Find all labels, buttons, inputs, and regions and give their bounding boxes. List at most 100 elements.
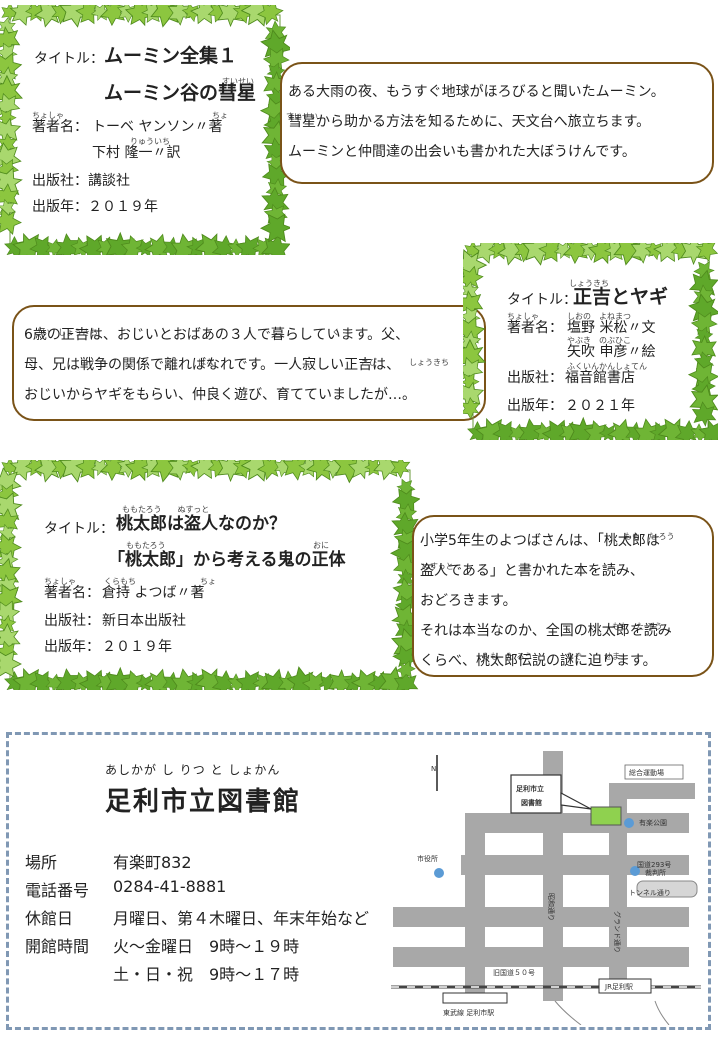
year-label: 出版年： xyxy=(507,398,563,414)
summary-line-3: ムーミンと仲間達の出会いも書かれた大ぼうけんです。 xyxy=(288,144,636,160)
summary-ruby-2: く xyxy=(332,328,340,337)
book3-summary-bubble: もも た ろう 小学5年生のよつばさんは、「桃太郎は ぬすっと 盗人である」と書… xyxy=(412,515,714,677)
book-title-line2: 「桃太郎」から考える鬼の正体 xyxy=(108,550,346,570)
publisher-label: 出版社： xyxy=(44,613,100,629)
map-tobu-station: 東武線 足利市駅 xyxy=(443,1008,494,1017)
summary-line-2: 母、兄は戦争の関係で離ればなれです。一人寂しい正吉は、 xyxy=(24,357,401,373)
publisher: 講談社 xyxy=(88,173,130,189)
info-label-address: 場所 xyxy=(25,853,58,872)
map-library-label-2: 図書館 xyxy=(521,798,542,807)
author-1: 倉持 よつば〃著 xyxy=(102,585,205,601)
info-value-closed: 月曜日、第４木曜日、年末年始など xyxy=(113,909,370,928)
map-old-route50: 旧国道５０号 xyxy=(493,968,535,977)
info-value-address: 有楽町832 xyxy=(113,853,192,872)
year-label: 出版年： xyxy=(32,199,88,215)
year-label: 出版年： xyxy=(44,639,100,655)
title-line1-ruby: ももたろう ぬすっと xyxy=(122,505,210,514)
book3-card: ももたろう ぬすっと タイトル： 桃太郎は盗人なのか？ ももたろう おに 「桃太… xyxy=(0,460,420,690)
author-label-ruby: ちょしゃ xyxy=(507,312,539,321)
year: ２０１９年 xyxy=(88,199,158,215)
author-label-ruby: ちょしゃ xyxy=(44,577,76,586)
author-2: 矢吹 申彦〃絵 xyxy=(567,344,656,360)
book1-card: タイトル： ムーミン全集１ すいせい ムーミン谷の彗星 ちょしゃ 著者名： ちょ… xyxy=(0,0,290,250)
summary-line-2: 彗星から助かる方法を知るために、天文台へ旅立ちます。 xyxy=(288,114,651,130)
title-ruby: すいせい xyxy=(222,77,254,86)
summary-line-3: おどろきます。 xyxy=(420,593,517,609)
author-ruby: ちょ xyxy=(212,111,228,120)
library-building-icon xyxy=(590,806,622,826)
year: ２０２１年 xyxy=(565,398,635,414)
publisher: 新日本出版社 xyxy=(102,613,186,629)
info-value-phone[interactable]: 0284-41-8881 xyxy=(113,877,227,896)
map-grand: グランド通り xyxy=(613,911,622,953)
summary-line-1: 小学5年生のよつばさんは、「桃太郎は xyxy=(420,533,660,549)
author-1: トーベ ヤンソン〃著 xyxy=(92,119,223,135)
author-1: 塩野 米松〃文 xyxy=(567,320,656,336)
map-sports-park: 総合運動場 xyxy=(629,768,664,777)
info-value-hours-weekend: 土・日・祝 9時～１７時 xyxy=(113,965,300,984)
summary-line-4: それは本当なのか、全国の桃太郎を読み xyxy=(420,623,672,639)
map-yuraku-park: 有楽公園 xyxy=(639,818,667,827)
map-court: 裁判所 xyxy=(645,868,666,877)
summary-ruby-1: さい しょうきち xyxy=(34,328,98,337)
author-label: 著者名： xyxy=(44,585,100,601)
title-label: タイトル： xyxy=(34,51,104,67)
title-ruby: しょうきち xyxy=(569,279,609,288)
title-label: タイトル： xyxy=(44,521,114,537)
author-ruby: くらもち xyxy=(104,577,136,586)
author-label: 著者名： xyxy=(32,119,88,135)
book1-summary-bubble: すいせい ある大雨の夜、もうすぐ地球がほろびると聞いたムーミン。 彗星から助かる… xyxy=(280,62,714,184)
book-title-line1: 桃太郎は盗人なのか？ xyxy=(116,514,286,534)
summary-line-3: おじいからヤギをもらい、仲良く遊び、育てていましたが…。 xyxy=(24,387,416,403)
summary-ruby-3: もも た ろう xyxy=(612,622,663,631)
publisher-label: 出版社： xyxy=(32,173,88,189)
leaf-frame-book1 xyxy=(0,5,290,255)
map-route293: 国道293号 xyxy=(637,860,671,869)
summary-ruby-2: ぬすっと xyxy=(422,562,454,571)
publisher-label: 出版社： xyxy=(507,370,563,386)
leaf-frame-book2 xyxy=(463,243,718,440)
author-2: 下村 隆一〃訳 xyxy=(92,145,181,161)
map-showa: 昭和通り xyxy=(547,893,556,921)
info-value-hours-weekday: 火～金曜日 9時～１９時 xyxy=(113,937,300,956)
summary-ruby-5: なぞ xyxy=(566,652,582,661)
map-city-hall: 市役所 xyxy=(417,854,438,863)
summary-line-2: 盗人である」と書かれた本を読み、 xyxy=(420,563,644,579)
summary-line-1: ある大雨の夜、もうすぐ地球がほろびると聞いたムーミン。 xyxy=(288,84,665,100)
title-line2-ruby-1: ももたろう xyxy=(126,541,166,550)
publisher-ruby: ふくいんかんしょてん xyxy=(567,362,647,371)
ivy-border-icon xyxy=(0,460,420,690)
author-2-ruby: やぶき のぶひこ xyxy=(567,336,631,345)
summary-line-1: 6歳の正吉は、おじいとおばあの３人で暮らしています。父、 xyxy=(24,327,410,343)
book-title-line1: ムーミン全集１ xyxy=(104,45,238,67)
book2-card: しょうきち タイトル： 正吉とヤギ ちょしゃ 著者名： しおの よねまつ 塩野 … xyxy=(463,243,718,440)
author-1-ruby: しおの よねまつ xyxy=(567,312,631,321)
publisher: 福音館書店 xyxy=(565,370,635,386)
summary-ruby-6: せま xyxy=(604,652,620,661)
court-marker-icon xyxy=(630,866,640,876)
year: ２０１９年 xyxy=(102,639,172,655)
city-hall-marker-icon xyxy=(434,868,444,878)
library-name: 足利市立図書館 xyxy=(105,787,302,817)
park-marker-icon xyxy=(624,818,634,828)
ivy-border-icon xyxy=(0,5,290,255)
book2-summary-bubble: さい しょうきち く 6歳の正吉は、おじいとおばあの３人で暮らしています。父、 … xyxy=(12,305,486,421)
leaf-frame-book3 xyxy=(0,460,420,690)
title-line2-ruby-2: おに xyxy=(313,541,329,550)
summary-ruby-4: さび xyxy=(361,358,377,367)
book-title: 正吉とヤギ xyxy=(573,286,669,308)
summary-ruby-5: しょうきち xyxy=(409,358,449,367)
info-label-closed: 休館日 xyxy=(25,909,74,928)
info-label-hours: 開館時間 xyxy=(25,937,90,956)
summary-line-5: くらべ、桃太郎伝説の謎に迫ります。 xyxy=(420,653,657,669)
translator-ruby: りゅういち xyxy=(130,137,170,146)
book-title-line2: ムーミン谷の彗星 xyxy=(104,82,257,104)
library-map: 足利市立 図書館 N 総合運動場 有楽公園 国道293号 裁判所 トンネル通り … xyxy=(391,751,701,1025)
author-label-ruby: ちょしゃ xyxy=(32,111,64,120)
author-label: 著者名： xyxy=(507,320,563,336)
map-jr-station: JR足利駅 xyxy=(604,982,633,991)
tunnel-shape xyxy=(636,880,698,898)
library-name-ruby: あしかが し りつ と しょかん xyxy=(105,763,281,777)
library-info-box: あしかが し りつ と しょかん 足利市立図書館 場所 有楽町832 電話番号 … xyxy=(6,732,711,1030)
map-tunnel: トンネル通り xyxy=(629,888,671,897)
